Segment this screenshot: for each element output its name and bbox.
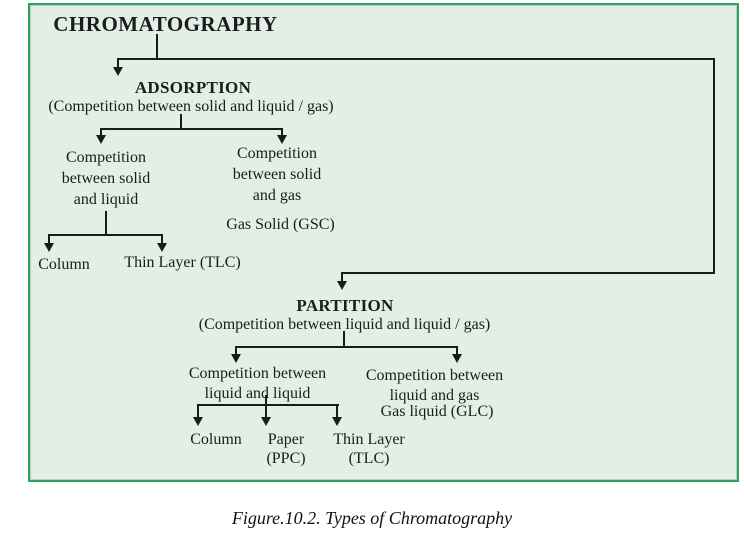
connector-liquid-liquid-children	[197, 404, 339, 406]
liquid-liquid-node: Competition between liquid and liquid	[188, 365, 327, 402]
partition-criterion: (Competition between liquid and liquid /…	[198, 316, 491, 333]
partition-thin-layer-leaf: Thin Layer (TLC)	[333, 431, 405, 467]
adsorption-thin-layer-leaf: Thin Layer (TLC)	[124, 254, 241, 271]
root-node-chromatography: CHROMATOGRAPHY	[53, 12, 278, 36]
solid-gas-node: Competition between solid and gas	[232, 145, 322, 205]
connector-adsorption-children	[100, 128, 283, 130]
arrow-to-liquid-liquid	[230, 346, 241, 363]
connector-top-horizontal	[117, 58, 715, 60]
connector-solid-liquid-children	[48, 234, 163, 236]
arrow-to-solid-gas	[276, 128, 287, 144]
connector-solid-liquid-stub	[105, 211, 107, 235]
connector-liquid-liquid-stub	[265, 395, 267, 406]
liquid-gas-node: Competition between liquid and gas	[365, 367, 504, 404]
arrow-to-partition-tlc	[331, 404, 342, 426]
connector-right-vertical	[713, 58, 715, 274]
partition-paper-leaf: Paper (PPC)	[266, 431, 306, 467]
adsorption-criterion: (Competition between solid and liquid / …	[48, 98, 334, 115]
diagram-panel	[28, 3, 739, 482]
arrow-to-adsorption-column	[43, 234, 54, 252]
connector-adsorption-stub	[180, 114, 182, 129]
figure-caption: Figure.10.2. Types of Chromatography	[231, 508, 513, 528]
arrow-to-adsorption	[112, 58, 123, 76]
arrow-to-solid-liquid	[95, 128, 106, 144]
connector-partition-stub	[343, 331, 345, 347]
arrow-to-partition	[336, 272, 347, 290]
solid-liquid-node: Competition between solid and liquid	[61, 149, 151, 209]
arrow-to-partition-column	[192, 404, 203, 426]
connector-root-stem	[156, 34, 158, 59]
arrow-to-adsorption-tlc	[156, 234, 167, 252]
partition-column-leaf: Column	[190, 431, 242, 448]
connector-partition-children	[235, 346, 458, 348]
adsorption-node: ADSORPTION	[134, 78, 252, 97]
adsorption-column-leaf: Column	[38, 256, 90, 273]
partition-node: PARTITION	[296, 296, 394, 315]
arrow-to-liquid-gas	[451, 346, 462, 363]
gas-solid-gsc-label: Gas Solid (GSC)	[226, 216, 335, 233]
connector-partition-return	[341, 272, 715, 274]
gas-liquid-glc-label: Gas liquid (GLC)	[380, 403, 494, 420]
arrow-to-partition-paper	[260, 404, 271, 426]
